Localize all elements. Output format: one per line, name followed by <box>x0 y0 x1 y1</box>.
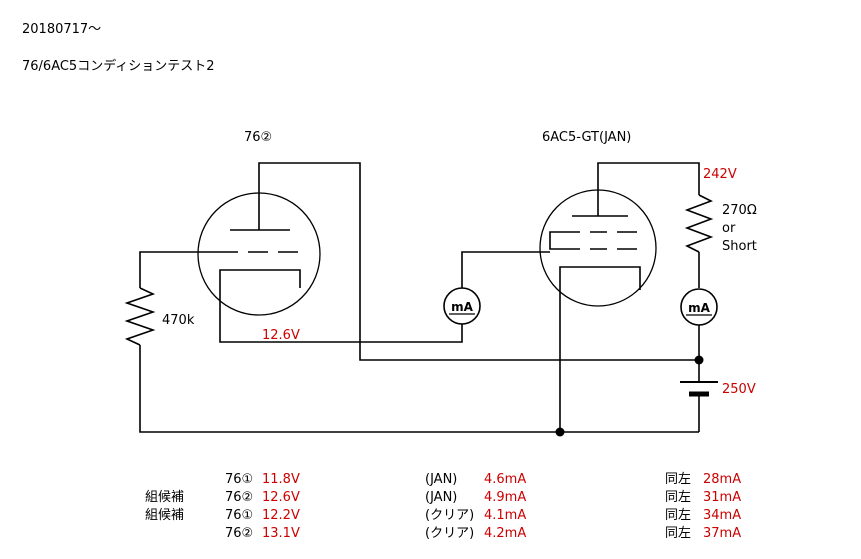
junction-dot <box>694 355 704 365</box>
load-resistor <box>684 194 714 253</box>
svg-text:mA: mA <box>688 301 711 315</box>
row-tube: 76① <box>225 472 253 487</box>
row-tube: 76② <box>225 526 253 541</box>
wire-76-grid <box>139 251 218 288</box>
row-group-label: 組候補 <box>145 508 184 523</box>
results-table: 76① 11.8V (JAN) 4.6mA 同左 28mA 組候補 76② 12… <box>145 472 741 541</box>
row-heater: 11.8V <box>262 472 300 487</box>
load-label-1: 270Ω <box>722 203 757 218</box>
date-label: 20180717〜 <box>22 22 101 37</box>
supply-voltage-label: 250V <box>722 382 756 397</box>
row-heater: 12.2V <box>262 508 300 523</box>
row-heater: 12.6V <box>262 490 300 505</box>
row-type: (クリア) <box>425 508 474 523</box>
wire-76-plate <box>258 162 699 361</box>
wire-meter1-grid <box>461 251 550 288</box>
load-label-2: or <box>722 221 736 236</box>
grid-resistor-label: 470k <box>162 313 195 328</box>
load-label-3: Short <box>722 239 757 254</box>
tube1-label: 76② <box>244 130 272 145</box>
row-heater: 13.1V <box>262 526 300 541</box>
row-same: 同左 <box>665 490 691 505</box>
heater-voltage-label: 12.6V <box>262 328 300 343</box>
row-current1: 4.1mA <box>484 508 526 523</box>
row-current1: 4.9mA <box>484 490 526 505</box>
row-current1: 4.2mA <box>484 526 526 541</box>
wire-bottom-rail <box>139 345 699 433</box>
row-tube: 76① <box>225 508 253 523</box>
junction-dot <box>555 427 565 437</box>
page-title: 76/6AC5コンディションテスト2 <box>22 58 215 74</box>
svg-text:mA: mA <box>451 300 474 314</box>
row-current2: 37mA <box>703 526 741 541</box>
wire-6ac5-plate <box>597 162 700 216</box>
row-tube: 76② <box>225 490 253 505</box>
meter1-icon: mA <box>443 287 481 325</box>
wire-76-cathode <box>219 287 463 343</box>
row-same: 同左 <box>665 472 691 487</box>
meter2-icon: mA <box>680 288 718 326</box>
tube2-symbol <box>539 189 657 307</box>
row-same: 同左 <box>665 526 691 541</box>
tube2-label: 6AC5-GT(JAN) <box>542 130 631 145</box>
battery-symbol <box>680 381 718 397</box>
row-group-label: 組候補 <box>145 490 184 505</box>
row-current2: 34mA <box>703 508 741 523</box>
row-type: (JAN) <box>425 472 457 487</box>
plate-voltage-label: 242V <box>703 167 737 182</box>
row-type: (クリア) <box>425 526 474 541</box>
row-current2: 31mA <box>703 490 741 505</box>
grid-resistor <box>124 287 156 346</box>
row-current2: 28mA <box>703 472 741 487</box>
row-type: (JAN) <box>425 490 457 505</box>
row-current1: 4.6mA <box>484 472 526 487</box>
row-same: 同左 <box>665 508 691 523</box>
